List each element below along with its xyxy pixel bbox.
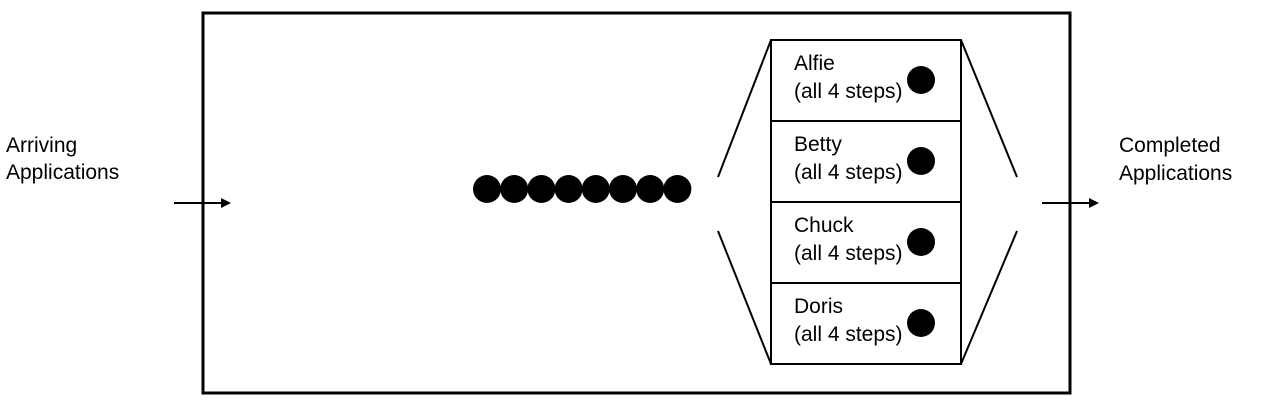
funnel-in-upper (717, 39, 772, 178)
funnel-in-lower (717, 230, 772, 365)
queued-application-dot (527, 175, 556, 203)
input-label-line2: Applications (6, 161, 119, 184)
worker-task: (all 4 steps) (794, 80, 903, 103)
input-label-line1: Arriving (6, 134, 77, 157)
worker-stack: Alfie(all 4 steps)Betty(all 4 steps)Chuc… (770, 39, 962, 365)
queued-application-dot (581, 175, 610, 203)
in-progress-application-dot (907, 66, 935, 94)
funnel-out-lower (960, 230, 1018, 365)
queued-application-dot (554, 175, 583, 203)
queued-application-dot (663, 175, 692, 203)
worker-task: (all 4 steps) (794, 323, 903, 346)
in-progress-application-dot (907, 228, 935, 256)
worker-task: (all 4 steps) (794, 242, 903, 265)
output-label-line1: Completed (1119, 134, 1221, 157)
output-label-line2: Applications (1119, 162, 1232, 185)
queued-application-dot (473, 175, 501, 203)
queued-application-dot (609, 175, 637, 203)
worker-box: Doris (all 4 steps) (770, 282, 962, 365)
waiting-queue (473, 175, 692, 203)
worker-box: Alfie (all 4 steps) (770, 39, 962, 122)
in-progress-application-dot (907, 309, 935, 337)
worker-box: Betty (all 4 steps) (770, 120, 962, 203)
queued-application-dot (500, 175, 529, 203)
worker-name: Alfie (794, 52, 835, 75)
worker-name: Betty (794, 133, 842, 156)
queued-application-dot (636, 175, 665, 203)
worker-box: Chuck (all 4 steps) (770, 201, 962, 284)
worker-name: Doris (794, 295, 843, 318)
in-progress-application-dot (907, 147, 935, 175)
worker-task: (all 4 steps) (794, 161, 903, 184)
worker-name: Chuck (794, 214, 854, 237)
funnel-out-upper (960, 39, 1018, 178)
